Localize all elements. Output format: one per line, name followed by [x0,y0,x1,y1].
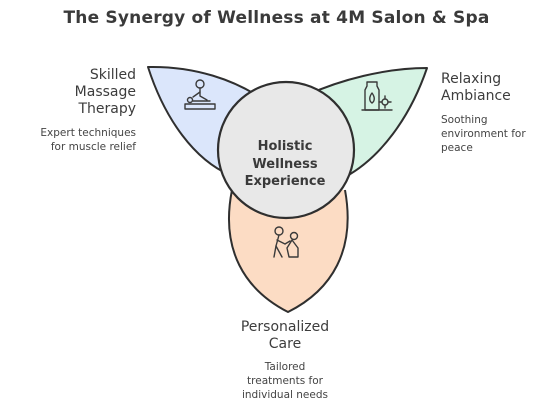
care-desc-line-3: individual needs [241,389,328,401]
massage-icon [184,79,216,110]
care-label: Personalized Care [225,319,345,353]
hub-circle [216,80,356,220]
massage-label-line-3: Therapy [78,101,136,117]
massage-label: Skilled Massage Therapy [40,67,136,118]
ambiance-label-line-2: Ambiance [441,88,511,104]
ambiance-desc-line-3: peace [441,142,473,154]
ambiance-desc-line-2: environment for [441,128,526,140]
care-label-line-1: Personalized [240,319,330,335]
care-desc-line-1: Tailored [264,361,306,373]
ambiance-desc-line-1: Soothing [441,114,488,126]
massage-desc-line-2: for muscle relief [50,141,136,153]
ambiance-description: Soothing environment for peace [441,113,546,155]
care-desc-line-2: treatments for [247,375,323,387]
aroma-candle-icon [361,81,393,111]
care-label-line-2: Care [268,336,302,352]
massage-description: Expert techniques for muscle relief [20,126,136,154]
hub-line-3: Experience [244,174,326,189]
hub-line-2: Wellness [252,156,318,172]
massage-label-line-2: Massage [74,84,136,100]
ambiance-label: Relaxing Ambiance [441,71,541,105]
ambiance-label-line-1: Relaxing [441,71,502,87]
hub-line-1: Holistic [257,139,313,154]
massage-desc-line-1: Expert techniques [40,127,136,139]
caregiver-icon [273,226,299,258]
hub-label: Holistic Wellness Experience [230,138,340,191]
care-description: Tailored treatments for individual needs [240,360,330,402]
diagram-title: The Synergy of Wellness at 4M Salon & Sp… [63,8,490,28]
massage-label-line-1: Skilled [89,67,136,83]
